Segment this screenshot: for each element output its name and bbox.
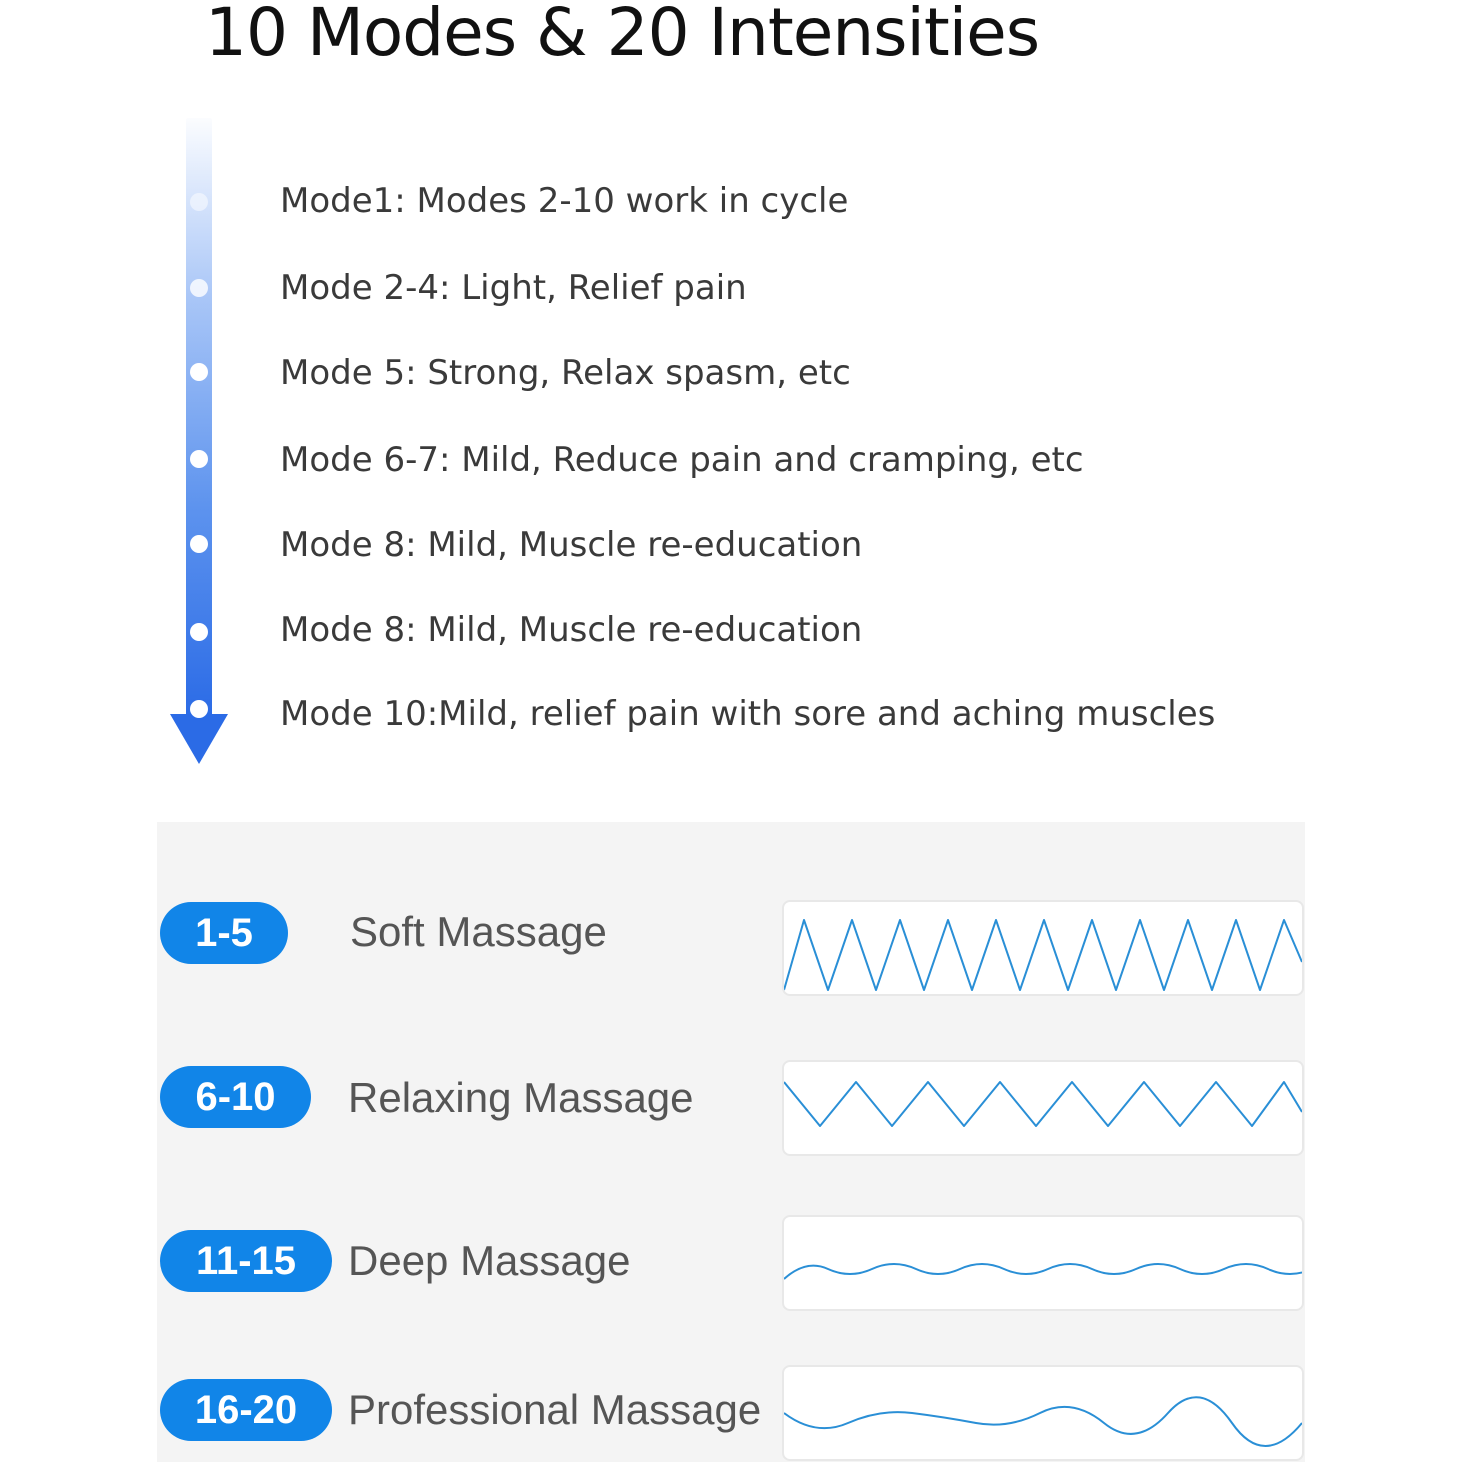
- arrow-down-icon: [170, 714, 228, 764]
- timeline-bar: [186, 118, 212, 718]
- wave-icon: [784, 1263, 1302, 1280]
- mode-item: Mode1: Modes 2-10 work in cycle: [280, 181, 849, 221]
- wave-icon: [784, 1396, 1302, 1447]
- timeline-dot: [190, 450, 208, 468]
- timeline-dot: [190, 623, 208, 641]
- intensity-range-badge: 11-15: [160, 1230, 332, 1292]
- wave-path: [784, 1396, 1302, 1447]
- mode-item: Mode 2-4: Light, Relief pain: [280, 268, 747, 308]
- waveform-soft: [782, 900, 1304, 996]
- intensity-range-badge: 16-20: [160, 1379, 332, 1441]
- timeline-dot: [190, 363, 208, 381]
- intensity-label: Deep Massage: [348, 1237, 631, 1284]
- intensity-range-badge: 6-10: [160, 1066, 311, 1128]
- mode-timeline-arrow: [170, 118, 228, 768]
- intensity-label: Professional Massage: [348, 1386, 762, 1433]
- mode-item: Mode 5: Strong, Relax spasm, etc: [280, 353, 851, 393]
- waveform-deep: [782, 1215, 1304, 1311]
- wave-icon: [784, 1081, 1302, 1127]
- timeline-dot: [190, 193, 208, 211]
- timeline-dot: [190, 700, 208, 718]
- wave-path: [784, 919, 1302, 991]
- intensity-label: Relaxing Massage: [348, 1074, 694, 1121]
- timeline-dot: [190, 535, 208, 553]
- timeline-dot: [190, 279, 208, 297]
- waveform-professional: [782, 1365, 1304, 1461]
- wave-path: [784, 1081, 1302, 1127]
- wave-icon: [784, 919, 1302, 991]
- mode-item: Mode 6-7: Mild, Reduce pain and cramping…: [280, 440, 1084, 480]
- page-title: 10 Modes & 20 Intensities: [205, 0, 1040, 71]
- mode-item: Mode 10:Mild, relief pain with sore and …: [280, 694, 1216, 734]
- waveform-relaxing: [782, 1060, 1304, 1156]
- intensity-label: Soft Massage: [350, 908, 607, 955]
- mode-item: Mode 8: Mild, Muscle re-education: [280, 610, 863, 650]
- mode-item: Mode 8: Mild, Muscle re-education: [280, 525, 863, 565]
- wave-path: [784, 1263, 1302, 1280]
- intensity-range-badge: 1-5: [160, 902, 288, 964]
